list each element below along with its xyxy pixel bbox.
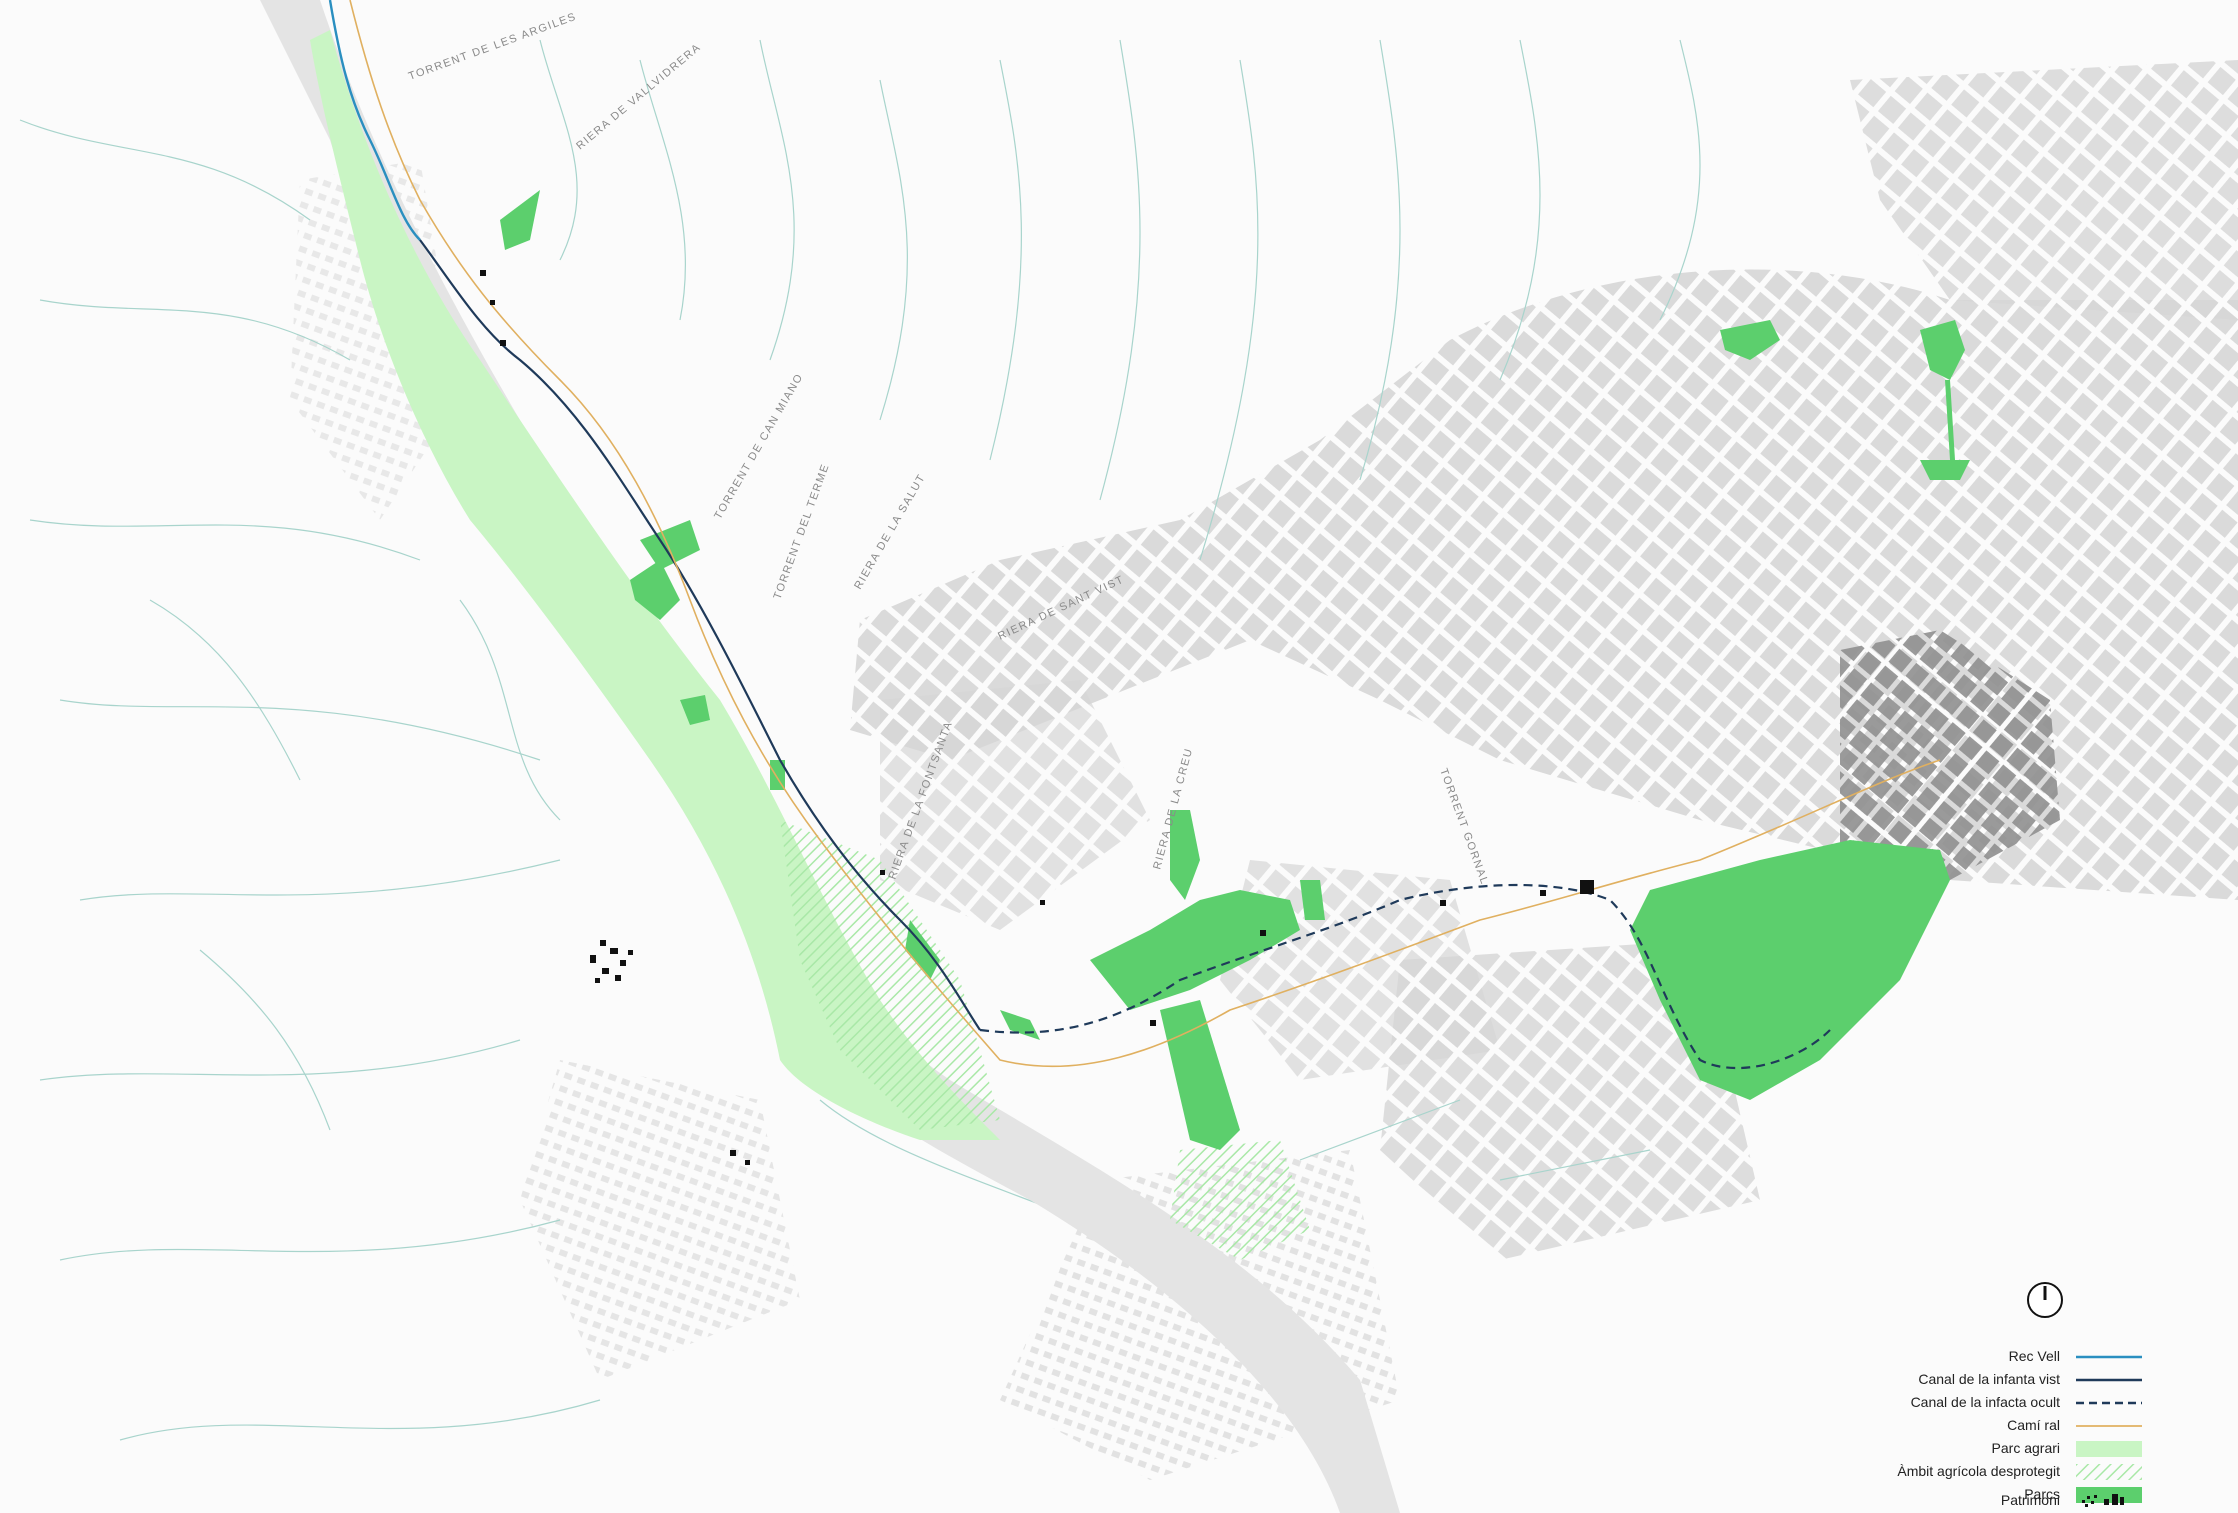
parks-fill-icon [2076,1487,2142,1503]
legend-item-patrimoni: Patrimoni [1820,1490,2220,1512]
legend-item-canal-hidden: Canal de la infacta ocult [1820,1392,2220,1414]
legend-label: Rec Vell [2008,1348,2060,1364]
street-label: RIERA DE LA SALUT [852,472,928,592]
street-label: TORRENT GORNAL [1437,767,1490,887]
canal-hidden [979,883,1831,1070]
legend-item-parcs: Parcs [1820,1484,2220,1506]
street-label: TORRENT DE LES ARGILES [407,11,578,83]
rec-vell-line-icon [2076,1355,2142,1359]
river-llobregat [260,0,1400,1513]
urban-fabric [290,60,2238,1480]
heritage-sites [480,270,1594,1165]
legend-label: Àmbit agrícola desprotegit [1897,1463,2060,1479]
legend-label: Camí ral [2007,1417,2060,1433]
canal-visible [419,239,981,1031]
canal-visible-line-icon [2076,1378,2142,1382]
legend-label: Canal de la infacta ocult [1910,1394,2060,1410]
legend-label: Parcs [2024,1486,2060,1502]
parks [500,190,1970,1150]
legend-item-canal-visible: Canal de la infanta vist [1820,1369,2220,1391]
street-label: TORRENT DE CAN MIANO [712,371,806,521]
rec-vell-channel [328,0,421,241]
legend-item-unprotected-agricultural: Àmbit agrícola desprotegit [1820,1461,2220,1483]
unprotected-agricultural-area [780,820,1000,1130]
map-legend: Rec Vell Canal de la infanta vist Canal … [1820,1280,2220,1510]
legend-item-parc-agrari: Parc agrari [1820,1438,2220,1460]
unprotected-agricultural-hatch-icon [2076,1464,2142,1480]
legend-label: Parc agrari [1991,1440,2060,1456]
legend-label: Patrimoni [2000,1492,2060,1508]
street-label: RIERA DE VALLVIDRERA [574,41,703,152]
north-arrow-icon [2025,1280,2065,1320]
stream-network [19,39,1701,1441]
legend-item-rec-vell: Rec Vell [1820,1346,2220,1368]
heritage-icon [2082,1494,2124,1507]
canal-hidden-dashed-line-icon [2076,1401,2142,1405]
legend-label: Canal de la infanta vist [1918,1371,2060,1387]
agricultural-park-fill-icon [2076,1441,2142,1457]
street-label: TORRENT DEL TERME [772,462,832,601]
unprotected-agricultural-area-2 [1170,1140,1310,1260]
cami-ral-road [349,0,1941,1068]
cami-ral-line-icon [2076,1425,2142,1427]
legend-item-cami-ral: Camí ral [1820,1415,2220,1437]
